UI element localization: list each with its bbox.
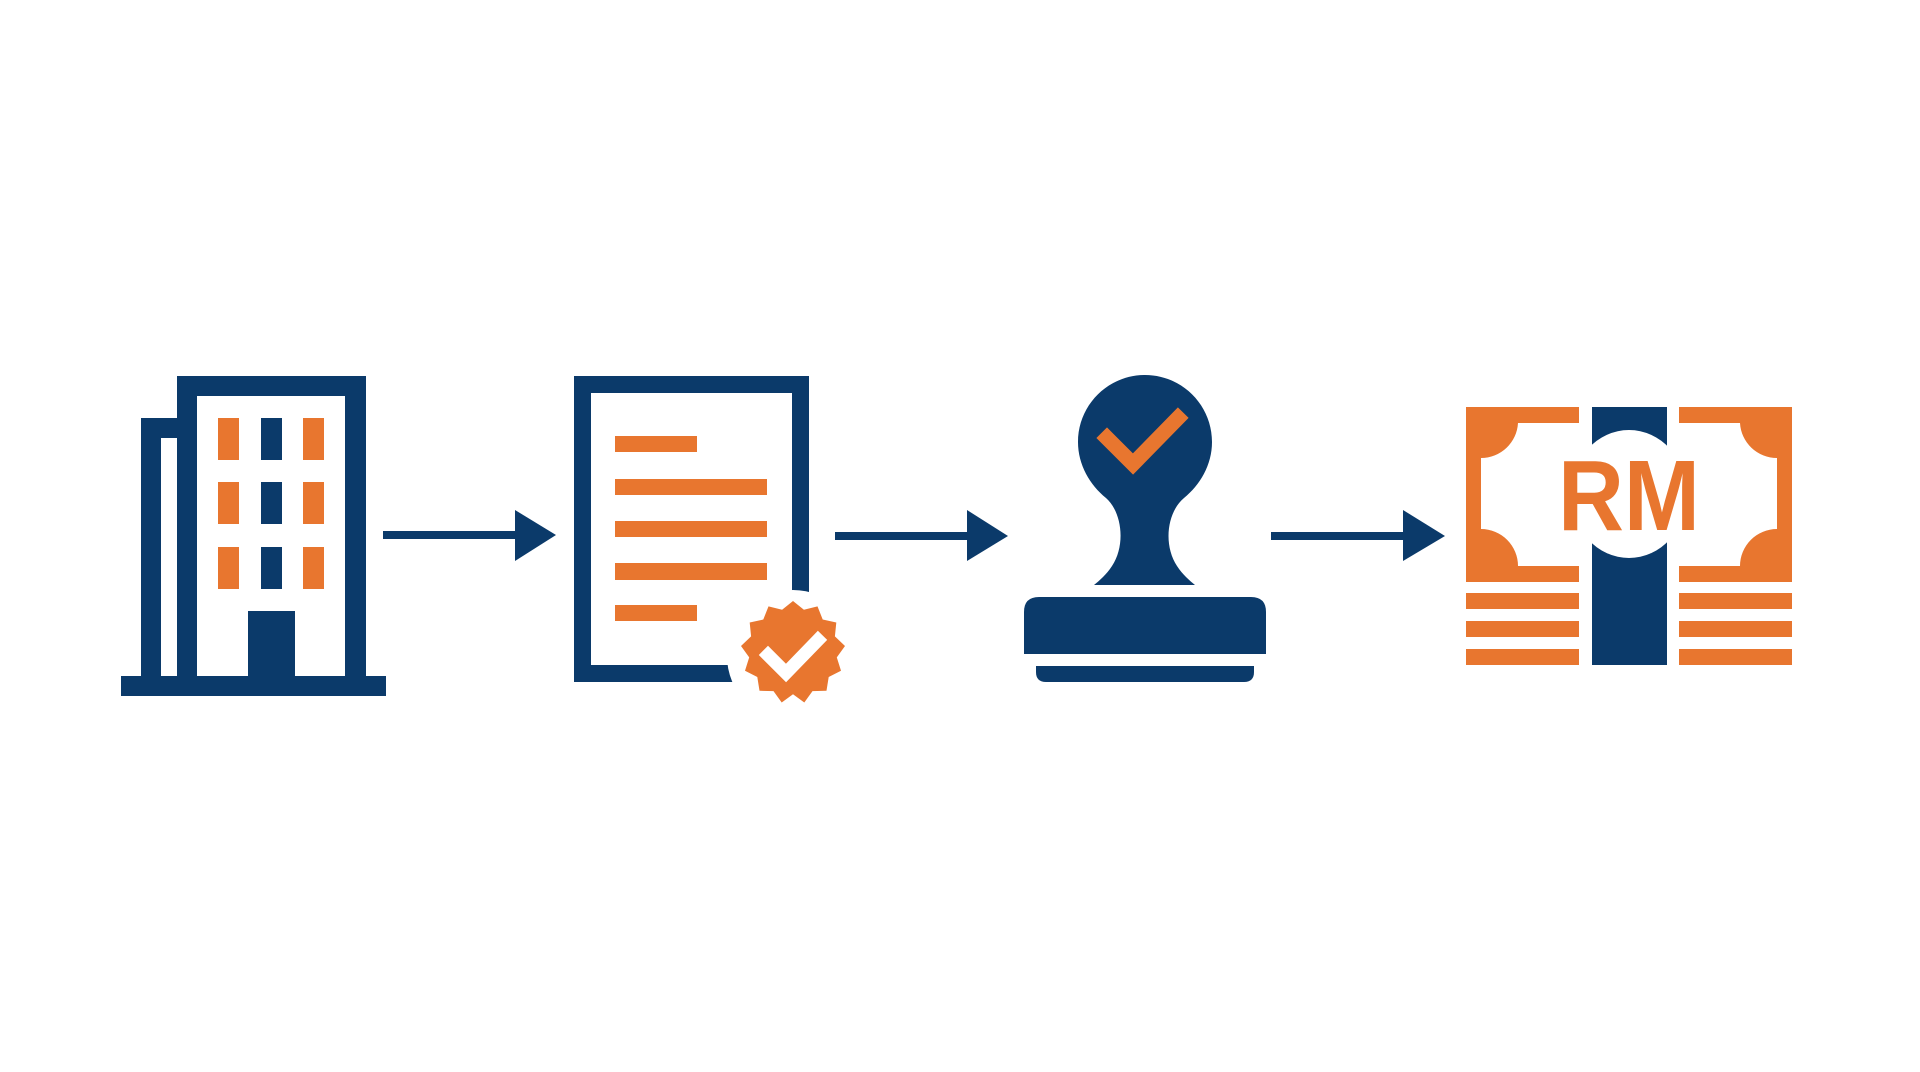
window: [218, 547, 239, 589]
ringgit-banknotes-icon: RM: [1466, 407, 1792, 665]
window: [303, 418, 324, 460]
check-icon: [758, 630, 828, 683]
check-icon: [1096, 407, 1189, 475]
note-stripe: [1466, 621, 1579, 637]
note-stripe: [1679, 593, 1792, 609]
stamp-handle: [1078, 375, 1212, 585]
banknote-left-window: [1481, 423, 1579, 566]
window: [303, 482, 324, 524]
window: [303, 547, 324, 589]
stamp-base: [1024, 597, 1266, 654]
arrow-right-icon: [835, 510, 1008, 561]
document-line: [615, 521, 767, 537]
verified-document-icon: [574, 376, 859, 722]
document-line: [615, 436, 697, 452]
arrow-right-icon: [383, 510, 556, 561]
window: [218, 482, 239, 524]
document-line: [615, 605, 697, 621]
banknote-right-window: [1679, 423, 1777, 566]
window: [261, 418, 282, 460]
rubber-stamp-check-icon: [1024, 375, 1266, 682]
note-stripe: [1466, 593, 1579, 609]
stamp-pad: [1036, 666, 1254, 682]
note-stripe: [1466, 649, 1579, 665]
arrow-right-icon: [1271, 510, 1445, 561]
document-line: [615, 479, 767, 495]
building-annex-inner: [161, 438, 177, 680]
note-stripe: [1679, 649, 1792, 665]
window: [261, 482, 282, 524]
note-stripe: [1679, 621, 1792, 637]
office-building-icon: [121, 376, 386, 696]
window: [218, 418, 239, 460]
banknote-medallion: [1571, 430, 1687, 558]
currency-label: RM: [1558, 440, 1700, 552]
document-line: [615, 563, 767, 580]
building-door: [248, 611, 295, 680]
seal-badge-icon: [741, 601, 845, 703]
building-ground: [121, 676, 386, 696]
window: [261, 547, 282, 589]
